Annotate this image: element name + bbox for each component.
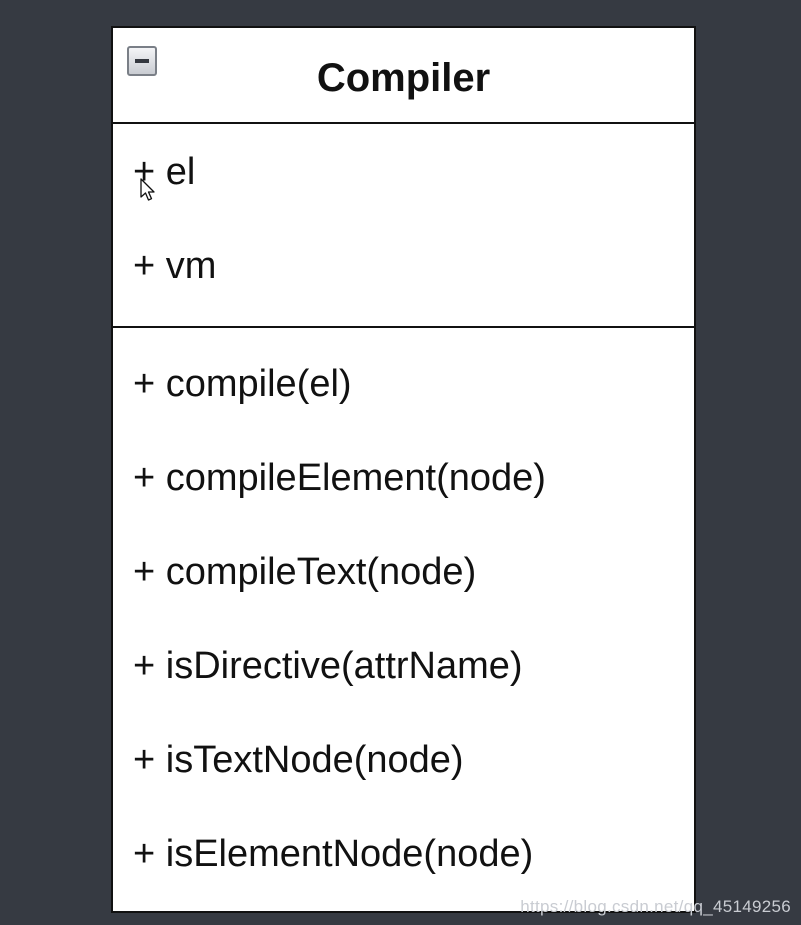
minus-square-icon[interactable] — [127, 46, 157, 76]
attribute-vm: + vm — [133, 245, 217, 287]
class-name: Compiler — [316, 56, 491, 100]
operations-compartment: + compile(el) + compileElement(node) + c… — [113, 328, 694, 878]
attribute-el: + el — [133, 151, 196, 193]
operation-compile-text: + compileText(node) — [133, 551, 477, 593]
uml-class-box[interactable]: Compiler + el + vm + compile(el) + compi… — [111, 26, 696, 913]
operation-is-text-node: + isTextNode(node) — [133, 739, 464, 781]
watermark-url: https://blog.csdn.net/qq_45149256 — [520, 897, 791, 916]
minus-bar — [135, 59, 149, 63]
attributes-compartment: + el + vm — [113, 124, 694, 328]
operation-compile-element: + compileElement(node) — [133, 457, 546, 499]
operation-is-directive: + isDirective(attrName) — [133, 645, 523, 687]
operation-is-element-node: + isElementNode(node) — [133, 833, 534, 875]
operation-compile: + compile(el) — [133, 363, 352, 405]
mouse-pointer-icon — [140, 178, 155, 201]
class-header: Compiler — [113, 28, 694, 124]
